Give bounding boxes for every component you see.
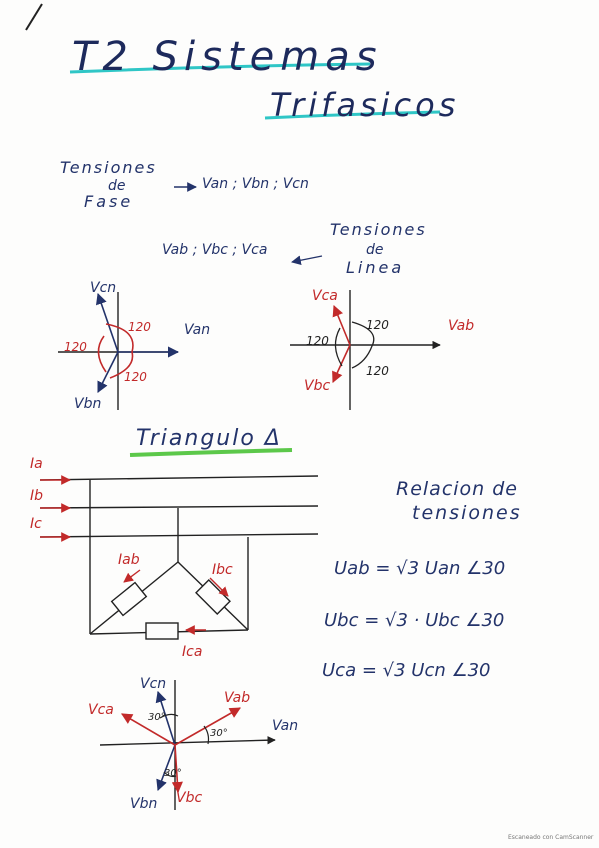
diag2-vbc: Vbc [304,378,331,394]
diag2-angle-bottom: 120 [366,364,389,378]
fase-line3: Fase [84,192,134,211]
fase-values: Van ; Vbn ; Vcn [202,176,309,192]
line-voltage-diagram [290,290,441,410]
diag1-angle-left: 120 [64,340,87,354]
diag3-vbn: Vbn [130,796,158,812]
fase-line2: de [108,178,126,194]
equation-3: Uca = √3 Ucn ∠30 [322,660,491,681]
diag3-angle-2: 30° [210,728,228,739]
diag3-angle-3: 30° [164,768,182,779]
triangulo-highlight [129,448,293,457]
diag3-vca: Vca [88,702,114,718]
delta-circuit [39,475,319,640]
relacion-line2: tensiones [412,502,522,524]
current-ic: Ic [30,516,42,532]
diag2-vab: Vab [448,318,475,334]
subtitle-highlight [264,110,441,120]
page-subtitle: Trifasicos [270,86,460,124]
equation-1: Uab = √3 Uan ∠30 [334,558,506,579]
current-ibc: Ibc [212,562,233,578]
diag3-vbc: Vbc [176,790,203,806]
diag2-vca: Vca [312,288,338,304]
diag3-vcn: Vcn [140,676,167,692]
diag2-angle-top: 120 [366,318,389,332]
diag1-angle-bottom: 120 [124,370,147,384]
current-arrows [40,475,229,635]
diag1-vbn: Vbn [74,396,102,412]
diag2-angle-left: 120 [306,334,329,348]
page-title: T2 Sistemas [72,34,383,80]
diag3-van: Van [272,718,299,734]
title-highlight [69,62,371,74]
triangulo-title: Triangulo Δ [136,426,282,451]
scanner-footer: Escaneado con CamScanner [508,834,594,841]
linea-line3: Linea [346,258,405,277]
phase-voltage-diagram [58,292,180,410]
current-ica: Ica [182,644,203,660]
diag3-vab: Vab [224,690,251,706]
relacion-line1: Relacion de [396,478,518,500]
diag1-angle-top: 120 [128,320,151,334]
bottom-phasor-diagram [99,680,276,810]
diag3-angle-1: 30° [148,712,166,723]
diag1-van: Van [184,322,211,338]
fase-line1: Tensiones [60,158,157,177]
diag1-vcn: Vcn [90,280,117,296]
pen-mark [25,3,43,31]
linea-arrow [291,255,323,266]
linea-line1: Tensiones [330,220,427,239]
linea-line2: de [366,242,384,258]
current-ib: Ib [30,488,44,504]
equation-2: Ubc = √3 · Ubc ∠30 [324,610,505,631]
linea-values: Vab ; Vbc ; Vca [162,242,268,258]
current-iab: Iab [118,552,140,568]
current-ia: Ia [30,456,43,472]
